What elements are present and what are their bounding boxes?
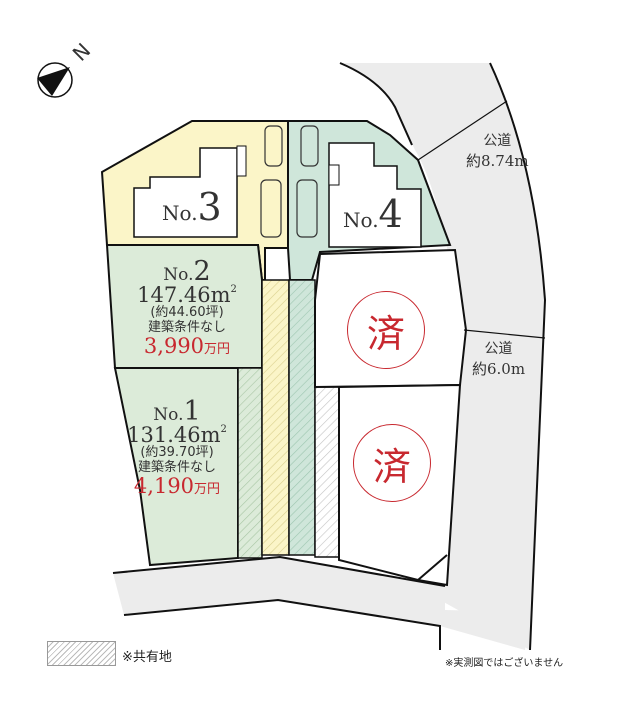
lot-2-info: No.2 147.46m2 (約44.60坪) 建築条件なし 3,990万円 <box>137 256 237 358</box>
lot-1-parcel <box>113 367 239 567</box>
shared-land-legend-label: ※共有地 <box>122 650 172 665</box>
lot-3-label: No.3 <box>162 185 222 229</box>
dimension-arrow-icon <box>417 100 546 339</box>
north-arrow-icon <box>37 62 73 98</box>
shared-land-legend-swatch <box>47 641 116 666</box>
public-road-east <box>340 63 545 650</box>
lot-4-label: No.4 <box>343 192 403 236</box>
lot-1-info: No.1 131.46m2 (約39.70坪) 建築条件なし 4,190万円 <box>127 396 227 498</box>
car-icon <box>260 125 319 238</box>
house-4-footprint <box>328 142 422 248</box>
public-road-south <box>113 557 530 650</box>
disclaimer-note: ※実測図ではございません <box>445 658 564 669</box>
sold-stamp: 済 <box>353 424 431 502</box>
house-3-footprint <box>133 147 238 238</box>
sold-stamp: 済 <box>347 291 425 369</box>
road-east-label: 公道約8.74m <box>466 133 529 170</box>
road-south-east-label: 公道約6.0m <box>472 341 526 378</box>
